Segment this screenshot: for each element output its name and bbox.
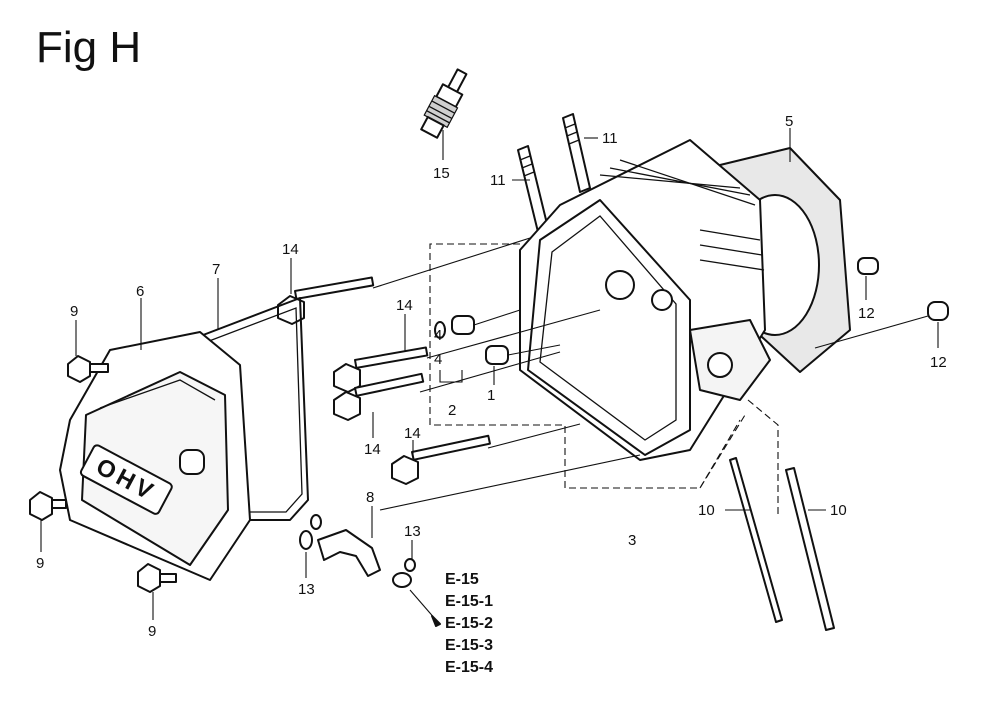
callout-14-mid: 14 [396,297,413,314]
figure-title: Fig H [36,23,142,72]
callout-10-left: 10 [698,502,715,519]
reference-e15-2: E-15-2 [445,615,493,632]
stud-bolt-lower [517,145,549,233]
callout-6: 6 [136,283,144,300]
callout-14-top: 14 [282,241,299,258]
flange-bolt-low [333,372,425,421]
callout-4-lower: 4 [434,351,442,368]
callout-1: 1 [487,387,495,404]
push-rod-right [785,467,835,631]
breather-tube [317,529,381,577]
dowel-pin-lower [927,301,949,321]
callout-10-right: 10 [830,502,847,519]
callout-11-upper: 11 [602,130,618,147]
reference-e15: E-15 [445,571,479,588]
callout-9-bottom: 9 [148,623,156,640]
valve-guide-clip [434,321,446,339]
cover-screw-left [29,491,67,521]
reference-e15-1: E-15-1 [445,593,493,610]
callout-12-lower: 12 [930,354,947,371]
flange-bolt-bottom [391,434,491,485]
callout-5: 5 [785,113,793,130]
callout-14-bottom: 14 [404,425,421,442]
callout-3: 3 [628,532,636,549]
stud-bolt-upper [562,113,591,193]
flange-bolt-mid [333,346,429,393]
callout-13-left: 13 [298,581,315,598]
callout-8: 8 [366,489,374,506]
callout-labels: 15 11 11 5 14 14 14 14 7 6 9 9 9 4 4 2 1… [36,113,947,640]
callout-4-upper: 4 [434,327,442,344]
tube-clamp-right [392,558,416,588]
callout-15: 15 [433,165,450,182]
valve-seal [451,315,509,365]
reference-e15-3: E-15-3 [445,637,493,654]
cylinder-head [519,139,771,461]
callout-14-low: 14 [364,441,381,458]
callout-12-upper: 12 [858,305,875,322]
reference-list: E-15 E-15-1 E-15-2 E-15-3 E-15-4 [445,571,493,676]
spark-plug [420,68,468,139]
dowel-pin-upper [857,257,879,275]
callout-9-left: 9 [36,555,44,572]
rocker-cover: OHV [59,331,251,581]
callout-2: 2 [448,402,456,419]
callout-9-top: 9 [70,303,78,320]
reference-e15-4: E-15-4 [445,659,493,676]
tube-clamp-left [299,514,322,550]
push-rod-left [729,457,783,623]
callout-13-right: 13 [404,523,421,540]
callout-11-lower: 11 [490,172,506,189]
callout-7: 7 [212,261,220,278]
cover-screw-bottom [137,563,177,593]
cover-screw-top [67,355,109,383]
